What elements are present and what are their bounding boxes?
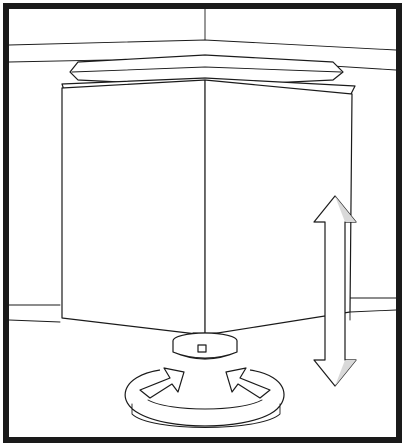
rotation-ring bbox=[124, 367, 285, 428]
levelling-foot bbox=[172, 332, 238, 360]
height-arrow bbox=[313, 195, 357, 387]
floor-line bbox=[8, 297, 397, 323]
border-frame bbox=[3, 3, 402, 443]
cabinet-body bbox=[61, 79, 353, 336]
